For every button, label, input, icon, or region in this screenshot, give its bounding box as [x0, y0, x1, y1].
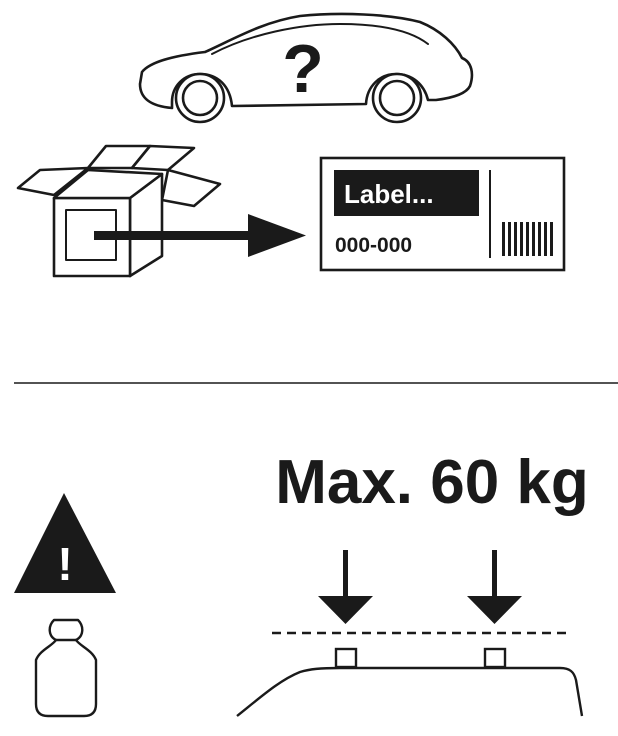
roof-rack-icon [236, 631, 584, 717]
warning-triangle-icon [14, 493, 116, 593]
arrow-right-icon [94, 214, 306, 257]
down-arrow-icon [467, 550, 522, 624]
car-icon [138, 12, 474, 124]
open-box-icon [16, 144, 222, 278]
down-arrow-icon [318, 550, 373, 624]
weight-icon [34, 618, 98, 718]
crossbar-foot-rear [483, 647, 507, 669]
car-roof-outline [236, 666, 584, 717]
warning-mark: ! [57, 538, 72, 590]
label-card-icon [319, 156, 566, 272]
question-mark-icon: ? [282, 31, 324, 107]
label-title-box [334, 170, 479, 216]
crossbar-foot-front [334, 647, 358, 669]
label-code: 000-000 [335, 234, 412, 257]
max-load-text: Max. 60 kg [275, 448, 589, 517]
label-title: Label... [344, 179, 434, 209]
barcode-icon [502, 222, 553, 256]
